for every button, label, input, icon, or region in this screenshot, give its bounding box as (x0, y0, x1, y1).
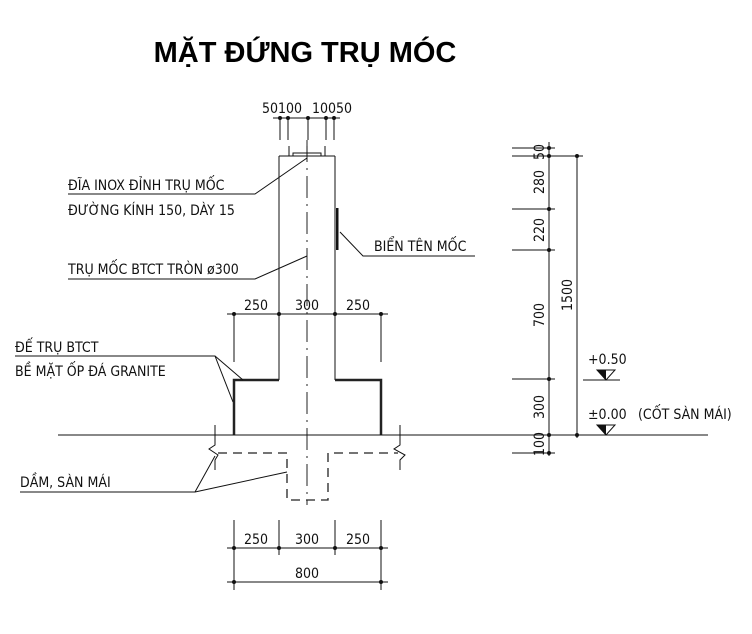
annotation-plate: ĐĨA INOX ĐỈNH TRỤ MỐC ĐƯỜNG KÍNH 150, DÀ… (68, 157, 308, 219)
dim-right-6: 100 (532, 432, 548, 456)
dim-mid-3: 250 (346, 298, 370, 314)
dim-bottom-2: 300 (295, 532, 319, 548)
level-lower-label: ±0.00 (588, 407, 627, 423)
dim-right-3: 220 (532, 218, 548, 242)
top-dimensions: 50100 10050 (262, 101, 352, 140)
base-label-1: ĐẾ TRỤ BTCT (15, 337, 99, 356)
annotation-beam: DẦM, SÀN MÁI (20, 455, 288, 493)
base-dimensions: 250 300 250 (227, 298, 388, 362)
dim-right-1: 50 (532, 144, 548, 160)
dim-mid-2: 300 (295, 298, 319, 314)
level-lower-note: (CỐT SÀN MÁI) (638, 404, 732, 423)
dim-top-left: 50100 (262, 101, 302, 117)
bottom-dimensions: 250 300 250 800 (227, 520, 388, 590)
dim-bottom-total: 800 (295, 566, 319, 582)
roof-beam (218, 452, 398, 501)
name-sign (336, 208, 339, 250)
dim-right-2: 280 (532, 170, 548, 194)
drawing-title: MẶT ĐỨNG TRỤ MÓC (154, 35, 457, 69)
plate-label-2: ĐƯỜNG KÍNH 150, DÀY 15 (68, 201, 235, 219)
dim-bottom-3: 250 (346, 532, 370, 548)
level-upper-label: +0.50 (588, 352, 627, 368)
beam-label: DẦM, SÀN MÁI (20, 472, 111, 491)
annotation-column: TRỤ MỐC BTCT TRÒN ø300 (67, 255, 308, 280)
dim-top-right: 10050 (312, 101, 352, 117)
base-label-2: BỀ MẶT ỐP ĐÁ GRANITE (15, 361, 166, 380)
plate-label-1: ĐĨA INOX ĐỈNH TRỤ MỐC (68, 175, 225, 194)
dim-right-5: 300 (532, 395, 548, 419)
annotation-sign: BIỂN TÊN MỐC (339, 231, 475, 257)
column (278, 140, 336, 505)
sign-label: BIỂN TÊN MỐC (374, 236, 467, 255)
dim-mid-1: 250 (244, 298, 268, 314)
dim-right-4: 700 (532, 303, 548, 327)
dim-right-total: 1500 (560, 279, 576, 311)
base (232, 378, 383, 435)
level-marker-lower: ±0.00 (CỐT SÀN MÁI) (588, 404, 732, 436)
height-dimensions: 50 280 220 700 300 100 1500 (512, 142, 583, 456)
annotation-base: ĐẾ TRỤ BTCT BỀ MẶT ỐP ĐÁ GRANITE (15, 337, 244, 403)
dim-bottom-1: 250 (244, 532, 268, 548)
column-label: TRỤ MỐC BTCT TRÒN ø300 (67, 259, 239, 278)
level-marker-upper: +0.50 (583, 352, 627, 381)
top-plate (288, 146, 326, 157)
